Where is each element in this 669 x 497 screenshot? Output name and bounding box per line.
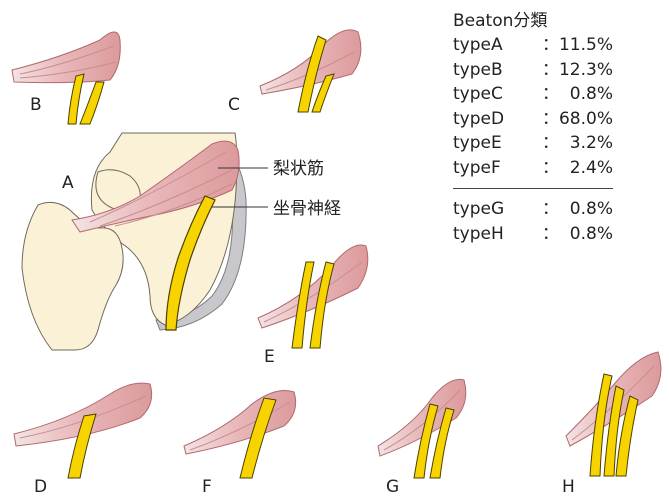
legend-extra-list: typeG ： 0.8% typeH ： 0.8% xyxy=(453,198,613,247)
nerve-d xyxy=(67,413,97,479)
sciatic-nerve xyxy=(165,195,216,331)
type-label: typeE xyxy=(453,133,502,153)
type-label: typeF xyxy=(453,157,501,178)
legend-row-h: typeH ： 0.8% xyxy=(453,223,613,248)
type-value: ：68.0% xyxy=(541,108,613,129)
type-label: typeC xyxy=(453,84,503,104)
nerve-h-middle xyxy=(603,385,625,477)
nerve-b-upper xyxy=(67,73,85,125)
panel-h: H xyxy=(562,351,662,497)
nerve-g-lower xyxy=(429,407,455,479)
type-label: typeA xyxy=(453,35,503,55)
nerve-b-lower xyxy=(79,81,105,125)
nerve-f xyxy=(239,397,277,479)
type-label: typeG xyxy=(453,199,505,219)
nerve-h-upper xyxy=(589,373,613,477)
type-value: ： 2.4% xyxy=(542,157,613,178)
legend-main-list: typeA ：11.5% typeB ：12.3% typeC ： 0.8% type… xyxy=(453,34,613,181)
legend-row-b: typeB ：12.3% xyxy=(453,59,613,84)
panel-c: C xyxy=(228,29,362,115)
nerve-g-upper xyxy=(413,403,439,479)
type-value: ：12.3% xyxy=(541,59,613,80)
panel-label-g: G xyxy=(386,477,399,497)
panel-label-a: A xyxy=(62,173,74,193)
panel-label-f: F xyxy=(202,477,212,497)
type-value: ：11.5% xyxy=(541,35,613,55)
type-value: ： 3.2% xyxy=(542,133,613,153)
legend-row-f: typeF ： 2.4% xyxy=(453,157,613,182)
nerve-h-lower xyxy=(615,395,639,477)
panel-f: F xyxy=(183,390,297,497)
legend-title: Beaton分類 xyxy=(453,11,548,31)
panel-label-b: B xyxy=(30,95,42,115)
muscle-label: 梨状筋 xyxy=(273,159,324,179)
legend-row-a: typeA ：11.5% xyxy=(453,34,613,59)
nerve-c xyxy=(297,35,327,113)
panel-a: 梨状筋 坐骨神経 A xyxy=(21,132,341,351)
type-label: typeD xyxy=(453,108,505,129)
legend-row-d: typeD ：68.0% xyxy=(453,108,613,133)
legend-row-g: typeG ： 0.8% xyxy=(453,198,613,223)
legend-row-e: typeE ： 3.2% xyxy=(453,132,613,157)
panel-e: E xyxy=(257,244,369,367)
type-value: ： 0.8% xyxy=(542,199,613,219)
nerve-e-upper xyxy=(291,261,315,349)
type-value: ： 0.8% xyxy=(542,223,613,244)
panel-label-h: H xyxy=(562,477,575,497)
panel-label-e: E xyxy=(264,347,275,367)
type-label: typeH xyxy=(453,223,504,244)
legend-divider xyxy=(453,188,613,189)
panel-label-d: D xyxy=(34,477,47,497)
panel-b: B xyxy=(11,31,121,125)
beaton-classification-legend: Beaton分類 typeA ：11.5% typeB ：12.3% typeC ： … xyxy=(453,10,613,247)
legend-row-c: typeC ： 0.8% xyxy=(453,83,613,108)
panel-d: D xyxy=(13,382,153,497)
nerve-label: 坐骨神経 xyxy=(273,199,341,219)
panel-g: G xyxy=(377,378,467,497)
type-label: typeB xyxy=(453,59,503,80)
panel-label-c: C xyxy=(228,95,240,115)
type-value: ： 0.8% xyxy=(542,84,613,104)
nerve-e-lower xyxy=(309,261,335,349)
